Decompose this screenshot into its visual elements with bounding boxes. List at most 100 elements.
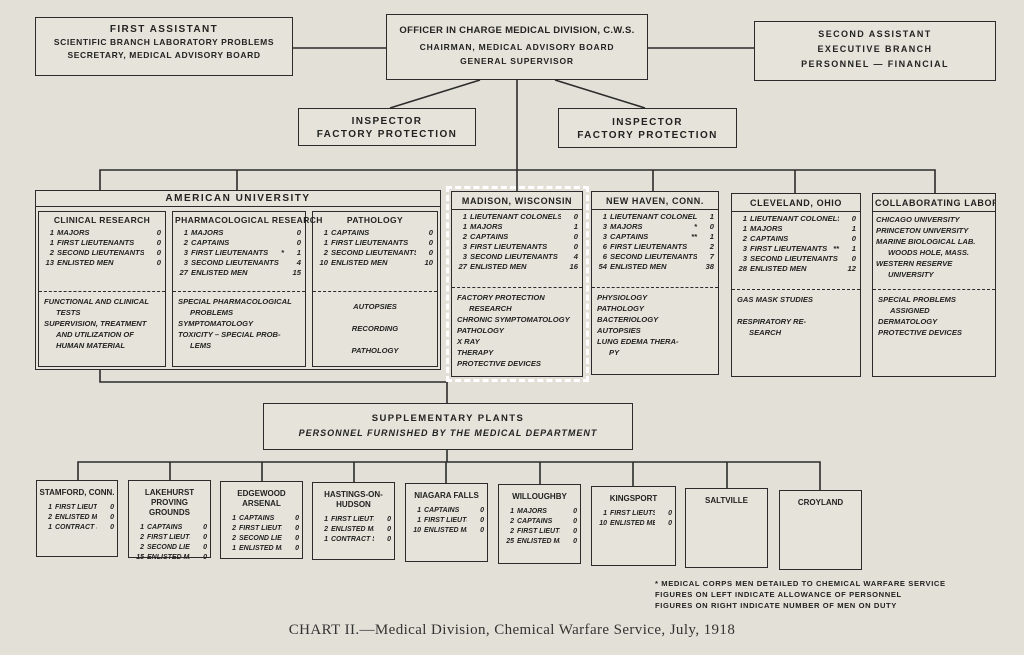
- allowance-count: 2: [324, 526, 328, 533]
- rank-label: ENLISTED MEN: [517, 538, 560, 545]
- unit-title: CLEVELAND, OHIO: [732, 194, 860, 212]
- unit-title: NIAGARA FALLS: [414, 491, 479, 500]
- duty-item: FACTORY PROTECTION: [457, 293, 545, 302]
- second-assistant-title: SECOND ASSISTANT: [818, 29, 932, 39]
- on-duty-count: 0: [110, 504, 114, 511]
- second-assistant-box: SECOND ASSISTANT EXECUTIVE BRANCH PERSON…: [754, 21, 996, 81]
- on-duty-count: 0: [387, 536, 391, 543]
- on-duty-count: 0: [428, 238, 433, 247]
- duty-item: SUPERVISION, TREATMENT: [44, 319, 147, 328]
- officer-in-charge-title: OFFICER IN CHARGE MEDICAL DIVISION, C.W.…: [399, 25, 635, 36]
- rank-label: CAPTAINS: [239, 515, 275, 522]
- rank-label: ENLISTED MEN: [750, 264, 807, 273]
- rank-label: CONTRACT SURG.: [55, 524, 97, 531]
- allowance-count: 27: [458, 262, 467, 271]
- allowance-count: 3: [183, 258, 188, 267]
- on-duty-count: 0: [295, 515, 299, 522]
- duty-item: HUMAN MATERIAL: [56, 341, 126, 350]
- rank-label: SECOND LIEUTS.: [147, 544, 190, 551]
- on-duty-count: 10: [424, 258, 433, 267]
- rank-label: CAPTAINS: [750, 234, 789, 243]
- rank-label: CAPTAINS: [610, 232, 649, 241]
- rank-label: CAPTAINS: [331, 228, 370, 237]
- rank-label: FIRST LIEUTS.: [610, 510, 655, 517]
- duty-item: DERMATOLOGY: [878, 317, 938, 326]
- on-duty-count: 0: [203, 554, 207, 561]
- rank-label: CAPTAINS: [517, 518, 553, 525]
- allowance-count: 2: [462, 232, 467, 241]
- on-duty-count: 1: [851, 244, 856, 253]
- on-duty-count: 1: [573, 222, 578, 231]
- allowance-count: 28: [738, 264, 747, 273]
- rank-label: SECOND LIEUTENANTS: [610, 252, 697, 261]
- allowance-count: 10: [413, 527, 421, 534]
- on-duty-count: 0: [428, 248, 433, 257]
- institution-item: MARINE BIOLOGICAL LAB.: [876, 237, 976, 246]
- allowance-count: 1: [462, 222, 467, 231]
- allowance-count: 54: [598, 262, 607, 271]
- detail-mark: **: [691, 232, 697, 241]
- on-duty-count: 1: [709, 232, 714, 241]
- duty-item: AUTOPSIES: [353, 302, 397, 311]
- duty-item: BACTERIOLOGY: [597, 315, 659, 324]
- on-duty-count: 0: [203, 534, 207, 541]
- rank-label: CAPTAINS: [147, 524, 183, 531]
- first-assistant-box: FIRST ASSISTANT SCIENTIFIC BRANCH LABORA…: [35, 17, 293, 76]
- unit-title: SALTVILLE: [705, 496, 748, 505]
- allowance-count: 1: [742, 214, 747, 223]
- inspector-subtitle: FACTORY PROTECTION: [316, 129, 458, 140]
- rank-label: FIRST LIEUTS.: [239, 525, 282, 532]
- duty-item: X RAY: [457, 337, 480, 346]
- allowance-count: 2: [49, 248, 54, 257]
- on-duty-count: 0: [480, 507, 484, 514]
- allowance-count: 1: [49, 228, 54, 237]
- detail-mark: *: [694, 222, 697, 231]
- on-duty-count: 0: [295, 535, 299, 542]
- allowance-count: 2: [510, 528, 514, 535]
- rank-label: FIRST LIEUTS.: [424, 517, 467, 524]
- on-duty-count: 0: [156, 258, 161, 267]
- unit-title: MADISON, WISCONSIN: [452, 192, 582, 210]
- rank-label: ENLISTED MEN: [147, 554, 190, 561]
- first-assistant-line: SCIENTIFIC BRANCH LABORATORY PROBLEMS: [53, 37, 275, 47]
- rank-label: FIRST LIEUTENANTS: [57, 238, 135, 247]
- rank-label: ENLISTED MEN: [57, 258, 114, 267]
- on-duty-count: 0: [156, 248, 161, 257]
- allowance-count: 3: [742, 244, 747, 253]
- unit-title: LAKEHURST PROVING GROUNDS: [144, 488, 195, 517]
- unit-title: KINGSPORT: [609, 494, 658, 503]
- inspector-title: INSPECTOR: [612, 117, 683, 128]
- rank-label: CAPTAINS: [470, 232, 509, 241]
- on-duty-count: 0: [480, 527, 484, 534]
- on-duty-count: 0: [573, 538, 577, 545]
- rank-label: FIRST LIEUTENANTS: [610, 242, 688, 251]
- on-duty-count: 16: [569, 262, 578, 271]
